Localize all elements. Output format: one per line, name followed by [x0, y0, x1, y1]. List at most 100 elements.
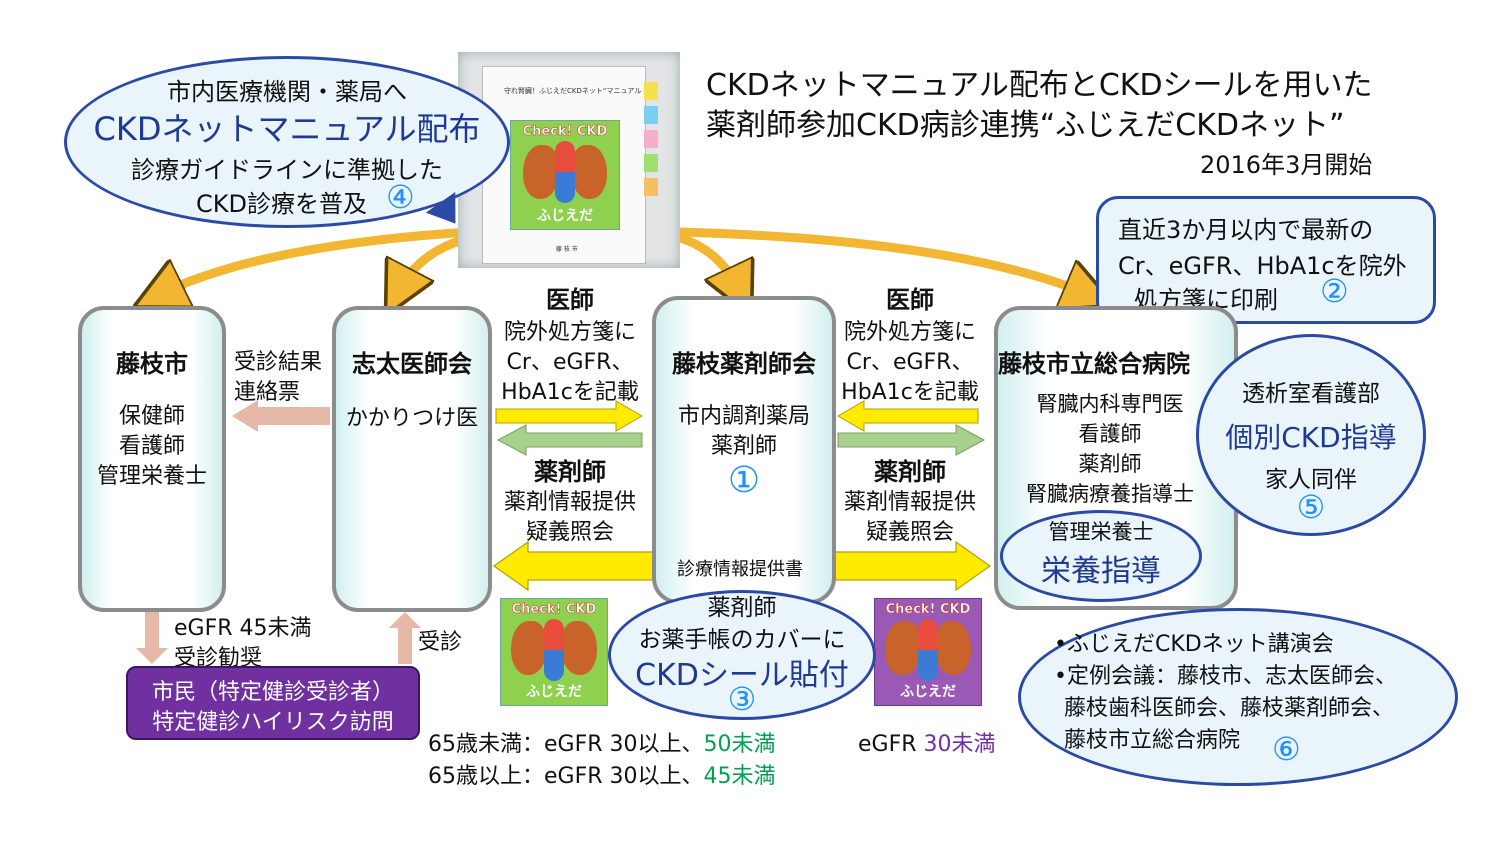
meetings-ellipse: [1018, 608, 1458, 786]
pharmacist-assoc-number: ①: [727, 460, 761, 501]
prescription-arrow-left: [495, 400, 644, 432]
result-slip-line2: 連絡票: [234, 380, 301, 405]
title-line-1: CKDネットマニュアル配布とCKDシールを用いた: [706, 68, 1373, 103]
nutrition-ellipse: [1000, 510, 1202, 602]
nutrition-label: 管理栄養士: [1048, 520, 1154, 544]
nutrition-main: 栄養指導: [1041, 554, 1161, 589]
pharm-info-arrow-right: [837, 424, 986, 456]
doctor-left-head: 医師: [546, 286, 594, 314]
citizens-box: [126, 666, 420, 740]
pharm-left-head: 薬剤師: [534, 458, 606, 486]
visit-label: 受診: [418, 630, 463, 655]
recommend-arrow: [136, 612, 168, 664]
fujieda-city-title: 藤枝市: [116, 350, 188, 378]
doctor-right-head: 医師: [886, 286, 934, 314]
meetings-line1: •ふじえだCKDネット講演会: [1054, 632, 1334, 657]
sticker-bubble-line1: 薬剤師: [707, 595, 777, 621]
manual-bubble-line1: 市内医療機関・薬局へ: [167, 78, 407, 106]
dialysis-line1: 透析室看護部: [1242, 381, 1380, 407]
sticker-purple-kidney-left: [885, 621, 921, 675]
manual-sticker-capsule: [555, 141, 575, 203]
manual-sticker-fujieda: ふじえだ: [537, 208, 593, 224]
result-slip-arrow: [232, 400, 330, 432]
pharmacist-assoc-title: 藤枝薬剤師会: [672, 350, 816, 378]
doctor-left-line0: 院外処方箋に: [503, 320, 636, 345]
criteria-purple: eGFR 30未満: [858, 726, 996, 758]
hospital-item-0: 腎臓内科専門医: [1036, 392, 1184, 416]
doctor-left-line2: HbA1cを記載: [501, 380, 639, 405]
egfr45-line1: eGFR 45未満: [174, 616, 312, 641]
pharmacist-assoc-item-1: 薬剤師: [710, 434, 777, 459]
criteria-purple-main: eGFR: [858, 732, 924, 757]
pharm-right-head: 薬剤師: [874, 458, 946, 486]
sticker-bubble-line3: CKDシール貼付: [635, 658, 849, 693]
meetings-number: ⑥: [1272, 730, 1301, 768]
manual-tabs: [644, 82, 658, 242]
citizens-line2: 特定健診ハイリスク訪問: [152, 710, 394, 735]
sticker-green-fujieda: ふじえだ: [526, 684, 582, 700]
manual-sticker-check: Check! CKD: [522, 124, 608, 140]
manual-bubble-line4: CKD診療を普及: [196, 190, 367, 218]
print-bubble: [1096, 196, 1436, 324]
sticker-bubble-number: ③: [727, 680, 757, 718]
dialysis-line3: 家人同伴: [1265, 467, 1357, 493]
shida-medical-title: 志太医師会: [352, 350, 472, 378]
sticker-bubble: [608, 590, 876, 720]
pharm-left-line1: 疑義照会: [525, 520, 614, 545]
clinical-info-label: 診療情報提供書: [677, 559, 803, 580]
manual-bubble-line2: CKDネットマニュアル配布: [93, 110, 481, 148]
title-start-date: 2016年3月開始: [1200, 151, 1373, 179]
manual-sticker-kidney-left: [523, 145, 559, 199]
sticker-green-kidney-left: [511, 621, 547, 675]
doctor-left-line1: Cr、eGFR、: [506, 350, 634, 375]
meetings-line3: 藤枝歯科医師会、藤枝薬剤師会、: [1064, 696, 1395, 721]
pharm-info-arrow-left: [496, 424, 643, 456]
citizens-line1: 市民（特定健診受診者）: [151, 680, 394, 705]
print-bubble-line1: 直近3か月以内で最新の: [1118, 216, 1374, 244]
hospital-item-1: 看護師: [1078, 422, 1142, 446]
criteria-under65-value: 50未満: [703, 732, 776, 757]
manual-distribution-bubble: [64, 56, 510, 228]
prescription-arrow-right: [836, 400, 979, 432]
manual-bubble-number: ④: [386, 178, 415, 216]
fujieda-city-item-0: 保健師: [118, 404, 185, 429]
doctor-right-line0: 院外処方箋に: [843, 320, 976, 345]
pharm-left-line0: 薬剤情報提供: [503, 490, 636, 515]
criteria-over65: 65歳以上：eGFR 30以上、45未満: [428, 758, 776, 790]
meetings-line4: 藤枝市立総合病院: [1064, 728, 1241, 753]
sticker-green-check: Check! CKD: [511, 602, 597, 618]
sticker-purple-kidney-right: [935, 621, 971, 675]
shida-medical-item-0: かかりつけ医: [345, 406, 479, 431]
print-bubble-line2: Cr、eGFR、HbA1cを院外: [1118, 252, 1407, 280]
sticker-bubble-line2: お薬手帳のカバーに: [638, 627, 846, 653]
criteria-under65: 65歳未満：eGFR 30以上、50未満: [428, 726, 776, 758]
result-slip-line1: 受診結果: [234, 350, 323, 375]
criteria-under65-main: 65歳未満：eGFR 30以上、: [428, 732, 704, 757]
manual-footer-text: 藤 枝 市: [556, 246, 578, 253]
print-bubble-number: ②: [1320, 272, 1349, 310]
fujieda-city-item-2: 管理栄養士: [96, 464, 207, 489]
hospital-title: 藤枝市立総合病院: [998, 350, 1190, 378]
sticker-purple: Check! CKD ふじえだ: [874, 598, 982, 706]
manual-header-text: 守れ腎臓！ふじえだCKDネット“マニュアル: [504, 87, 642, 95]
sticker-purple-capsule: [918, 619, 938, 681]
pharmacist-assoc-box: [652, 296, 836, 604]
fujieda-city-box: [78, 306, 226, 612]
dialysis-line2: 個別CKD指導: [1225, 421, 1397, 454]
manual-arrow-city: [158, 227, 471, 295]
sticker-green-kidney-right: [561, 621, 597, 675]
doctor-right-line2: HbA1cを記載: [841, 380, 979, 405]
dialysis-ellipse: [1196, 334, 1426, 536]
meetings-line2: •定例会議：藤枝市、志太医師会、: [1054, 664, 1397, 689]
manual-bubble-line3: 診療ガイドラインに準拠した: [131, 156, 443, 184]
sticker-green-capsule: [544, 619, 564, 681]
title-line-2: 薬剤師参加CKD病診連携“ふじえだCKDネット”: [706, 108, 1345, 143]
sticker-purple-check: Check! CKD: [885, 602, 971, 618]
manual-sticker: Check! CKD ふじえだ: [510, 120, 620, 230]
fujieda-city-item-1: 看護師: [118, 434, 185, 459]
pharm-right-line0: 薬剤情報提供: [843, 490, 976, 515]
doctor-right-line1: Cr、eGFR、: [846, 350, 974, 375]
hospital-item-3: 腎臓病療養指導士: [1026, 482, 1194, 506]
criteria-purple-value: 30未満: [923, 732, 996, 757]
dialysis-number: ⑤: [1296, 488, 1326, 526]
